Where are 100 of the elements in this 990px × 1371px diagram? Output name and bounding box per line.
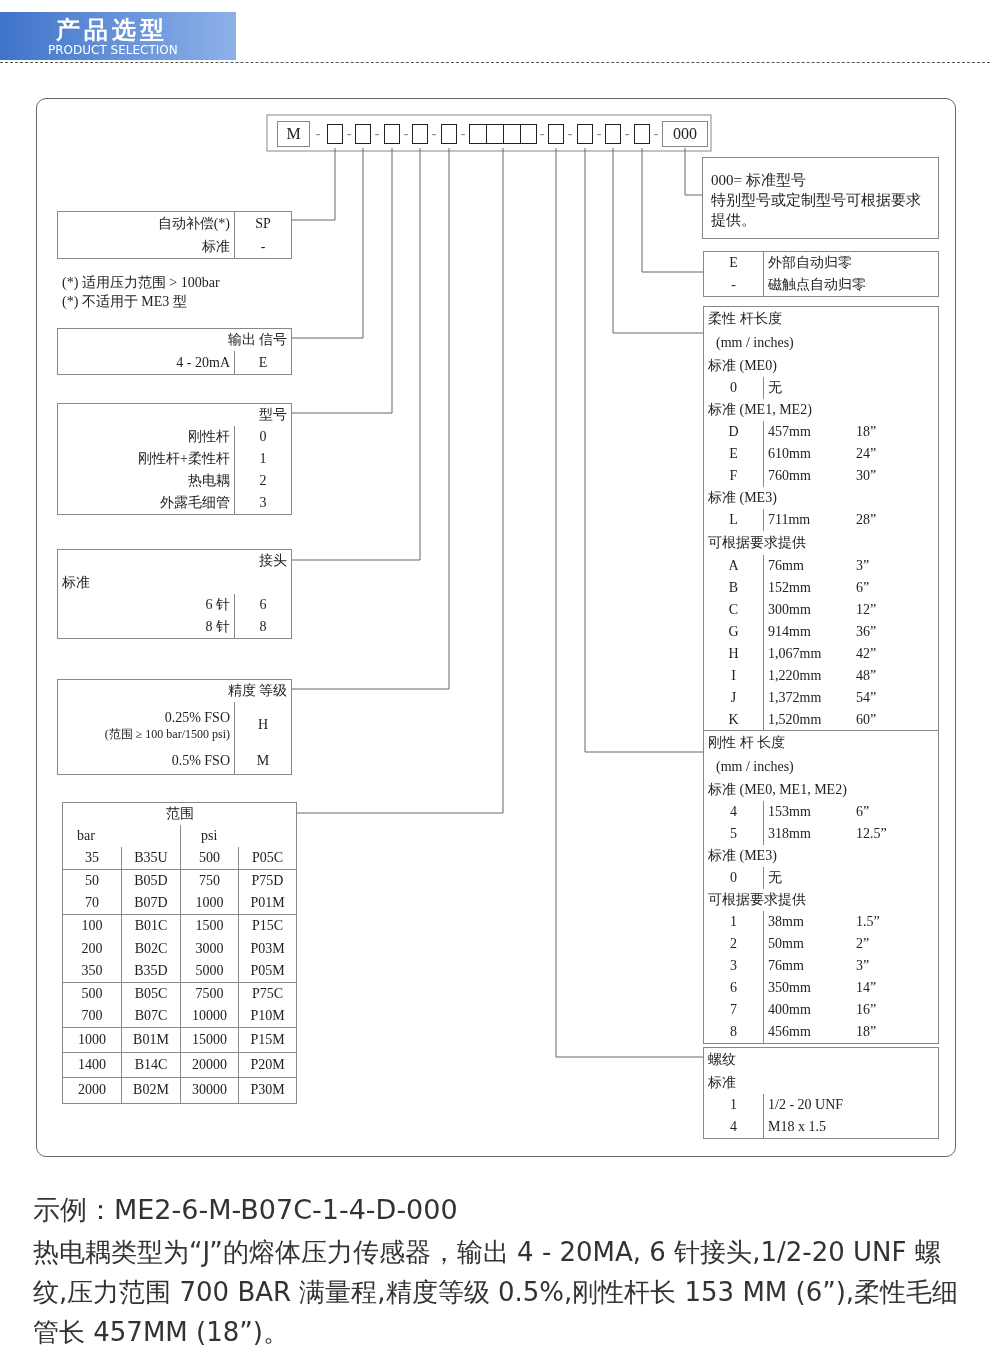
table-cell: 3 bbox=[234, 492, 291, 514]
example-code: 示例：ME2-6-M-B07C-1-4-D-000 bbox=[33, 1193, 458, 1227]
code-placeholder bbox=[384, 124, 400, 144]
table-cell: 456mm bbox=[763, 1021, 852, 1043]
table-cell: 1,372mm bbox=[763, 687, 852, 709]
table-cell: M bbox=[234, 748, 291, 774]
hyphen: - bbox=[595, 126, 603, 142]
table-cell: B02C bbox=[121, 937, 180, 960]
table-cell: 磁触点自动归零 bbox=[763, 274, 938, 296]
code-placeholder bbox=[469, 124, 537, 144]
table-cell: 76mm bbox=[763, 555, 852, 577]
code-segment: M bbox=[277, 121, 310, 147]
table-cell: 1/2 - 20 UNF bbox=[763, 1094, 938, 1116]
table-cell: 500 bbox=[180, 847, 238, 870]
hyphen: - bbox=[652, 126, 660, 142]
note-text: 000= 标准型号 bbox=[711, 171, 807, 190]
table-cell: B35D bbox=[121, 960, 180, 983]
option-table bbox=[57, 403, 292, 515]
option-table bbox=[57, 211, 292, 259]
hyphen: - bbox=[345, 126, 353, 142]
table-cell: 38mm bbox=[763, 911, 852, 933]
table-cell: P03M bbox=[238, 937, 296, 960]
table-cell: 无 bbox=[763, 377, 938, 399]
code-placeholder bbox=[548, 124, 564, 144]
code-placeholder bbox=[412, 124, 428, 144]
code-placeholder bbox=[355, 124, 371, 144]
option-table bbox=[57, 679, 292, 775]
table-cell: 318mm bbox=[763, 823, 852, 845]
table-cell: 2 bbox=[234, 470, 291, 492]
table-cell: 914mm bbox=[763, 621, 852, 643]
code-placeholder bbox=[605, 124, 621, 144]
table-cell: 610mm bbox=[763, 443, 852, 465]
table-cell: B35U bbox=[121, 847, 180, 870]
table-cell: 760mm bbox=[763, 465, 852, 487]
code-placeholder bbox=[327, 124, 343, 144]
table-cell: P01M bbox=[238, 892, 296, 915]
leader-line bbox=[291, 147, 364, 339]
code-placeholder bbox=[577, 124, 593, 144]
note-box bbox=[702, 157, 939, 239]
table-cell: P10M bbox=[238, 1005, 296, 1028]
option-table bbox=[703, 1047, 939, 1139]
table-cell: 3000 bbox=[180, 937, 238, 960]
hyphen: - bbox=[373, 126, 381, 142]
table-cell: 标准 (ME0) bbox=[704, 355, 938, 377]
option-table bbox=[62, 802, 297, 1104]
leader-line bbox=[584, 147, 704, 753]
hyphen: - bbox=[623, 126, 631, 142]
leader-line bbox=[291, 147, 421, 561]
note-text: 特别型号或定制型号可根据要求提供。 bbox=[711, 191, 922, 230]
option-table bbox=[703, 306, 939, 732]
hyphen: - bbox=[566, 126, 574, 142]
footnote: (*) 不适用于 ME3 型 bbox=[62, 293, 187, 311]
caption: 热电耦类型为“J”的熔体压力传感器，输出 4 - 20MA, 6 针接头,1/2-20 UNF 螺纹,压力范围 700 BAR 满量程,精度等级 0.5%,刚性杆长 153 MM (6”),柔性毛细管长 457MM (18”)。 bbox=[33, 1236, 960, 1349]
table-cell: 0 bbox=[234, 426, 291, 448]
table-cell: 1,067mm bbox=[763, 643, 852, 665]
hyphen: - bbox=[314, 126, 322, 142]
code-segment: 000 bbox=[662, 121, 708, 147]
table-cell: M18 x 1.5 bbox=[763, 1116, 938, 1138]
table-cell: 153mm bbox=[763, 801, 852, 823]
table-cell: 标准 (ME1, ME2) bbox=[704, 399, 938, 421]
table-cell: B07C bbox=[121, 1005, 180, 1028]
leader-line bbox=[291, 147, 450, 690]
leader-line bbox=[291, 147, 336, 221]
code-placeholder bbox=[441, 124, 457, 144]
table-cell: 76mm bbox=[763, 955, 852, 977]
table-cell: 1 bbox=[234, 448, 291, 470]
table-cell: 457mm bbox=[763, 421, 852, 443]
table-cell: B07D bbox=[121, 892, 180, 915]
option-table bbox=[703, 730, 939, 1044]
leader-line bbox=[684, 147, 703, 196]
table-cell: psi bbox=[180, 825, 296, 847]
leader-line bbox=[291, 147, 393, 414]
table-cell: 50mm bbox=[763, 933, 852, 955]
hyphen: - bbox=[402, 126, 410, 142]
table-cell: 152mm bbox=[763, 577, 852, 599]
title: 产品选型 bbox=[56, 15, 168, 45]
leader-line bbox=[555, 147, 704, 1058]
hyphen: - bbox=[430, 126, 438, 142]
table-cell: 8 bbox=[234, 616, 291, 638]
table-cell: 6 bbox=[234, 594, 291, 616]
hyphen: - bbox=[538, 126, 546, 142]
table-cell: 标准 (ME0, ME1, ME2) bbox=[704, 779, 938, 801]
table-cell: H bbox=[234, 702, 291, 748]
table-cell: 标准 (ME3) bbox=[704, 845, 938, 867]
table-cell: 1000 bbox=[180, 892, 238, 915]
table-cell: 300mm bbox=[763, 599, 852, 621]
table-cell: P05C bbox=[238, 847, 296, 870]
option-table bbox=[57, 328, 292, 375]
subtitle: PRODUCT SELECTION bbox=[48, 43, 178, 57]
table-cell: 711mm bbox=[763, 509, 852, 531]
leader-line bbox=[612, 147, 704, 334]
code-placeholder bbox=[634, 124, 650, 144]
option-table bbox=[703, 251, 939, 297]
footnote: (*) 适用压力范围 > 100bar bbox=[62, 274, 220, 292]
table-cell: 标准 (ME3) bbox=[704, 487, 938, 509]
table-cell: 1,520mm bbox=[763, 709, 852, 731]
table-cell: 无 bbox=[763, 867, 938, 889]
leader-line bbox=[641, 147, 704, 273]
table-cell: P05M bbox=[238, 960, 296, 983]
table-cell: - bbox=[234, 235, 291, 258]
